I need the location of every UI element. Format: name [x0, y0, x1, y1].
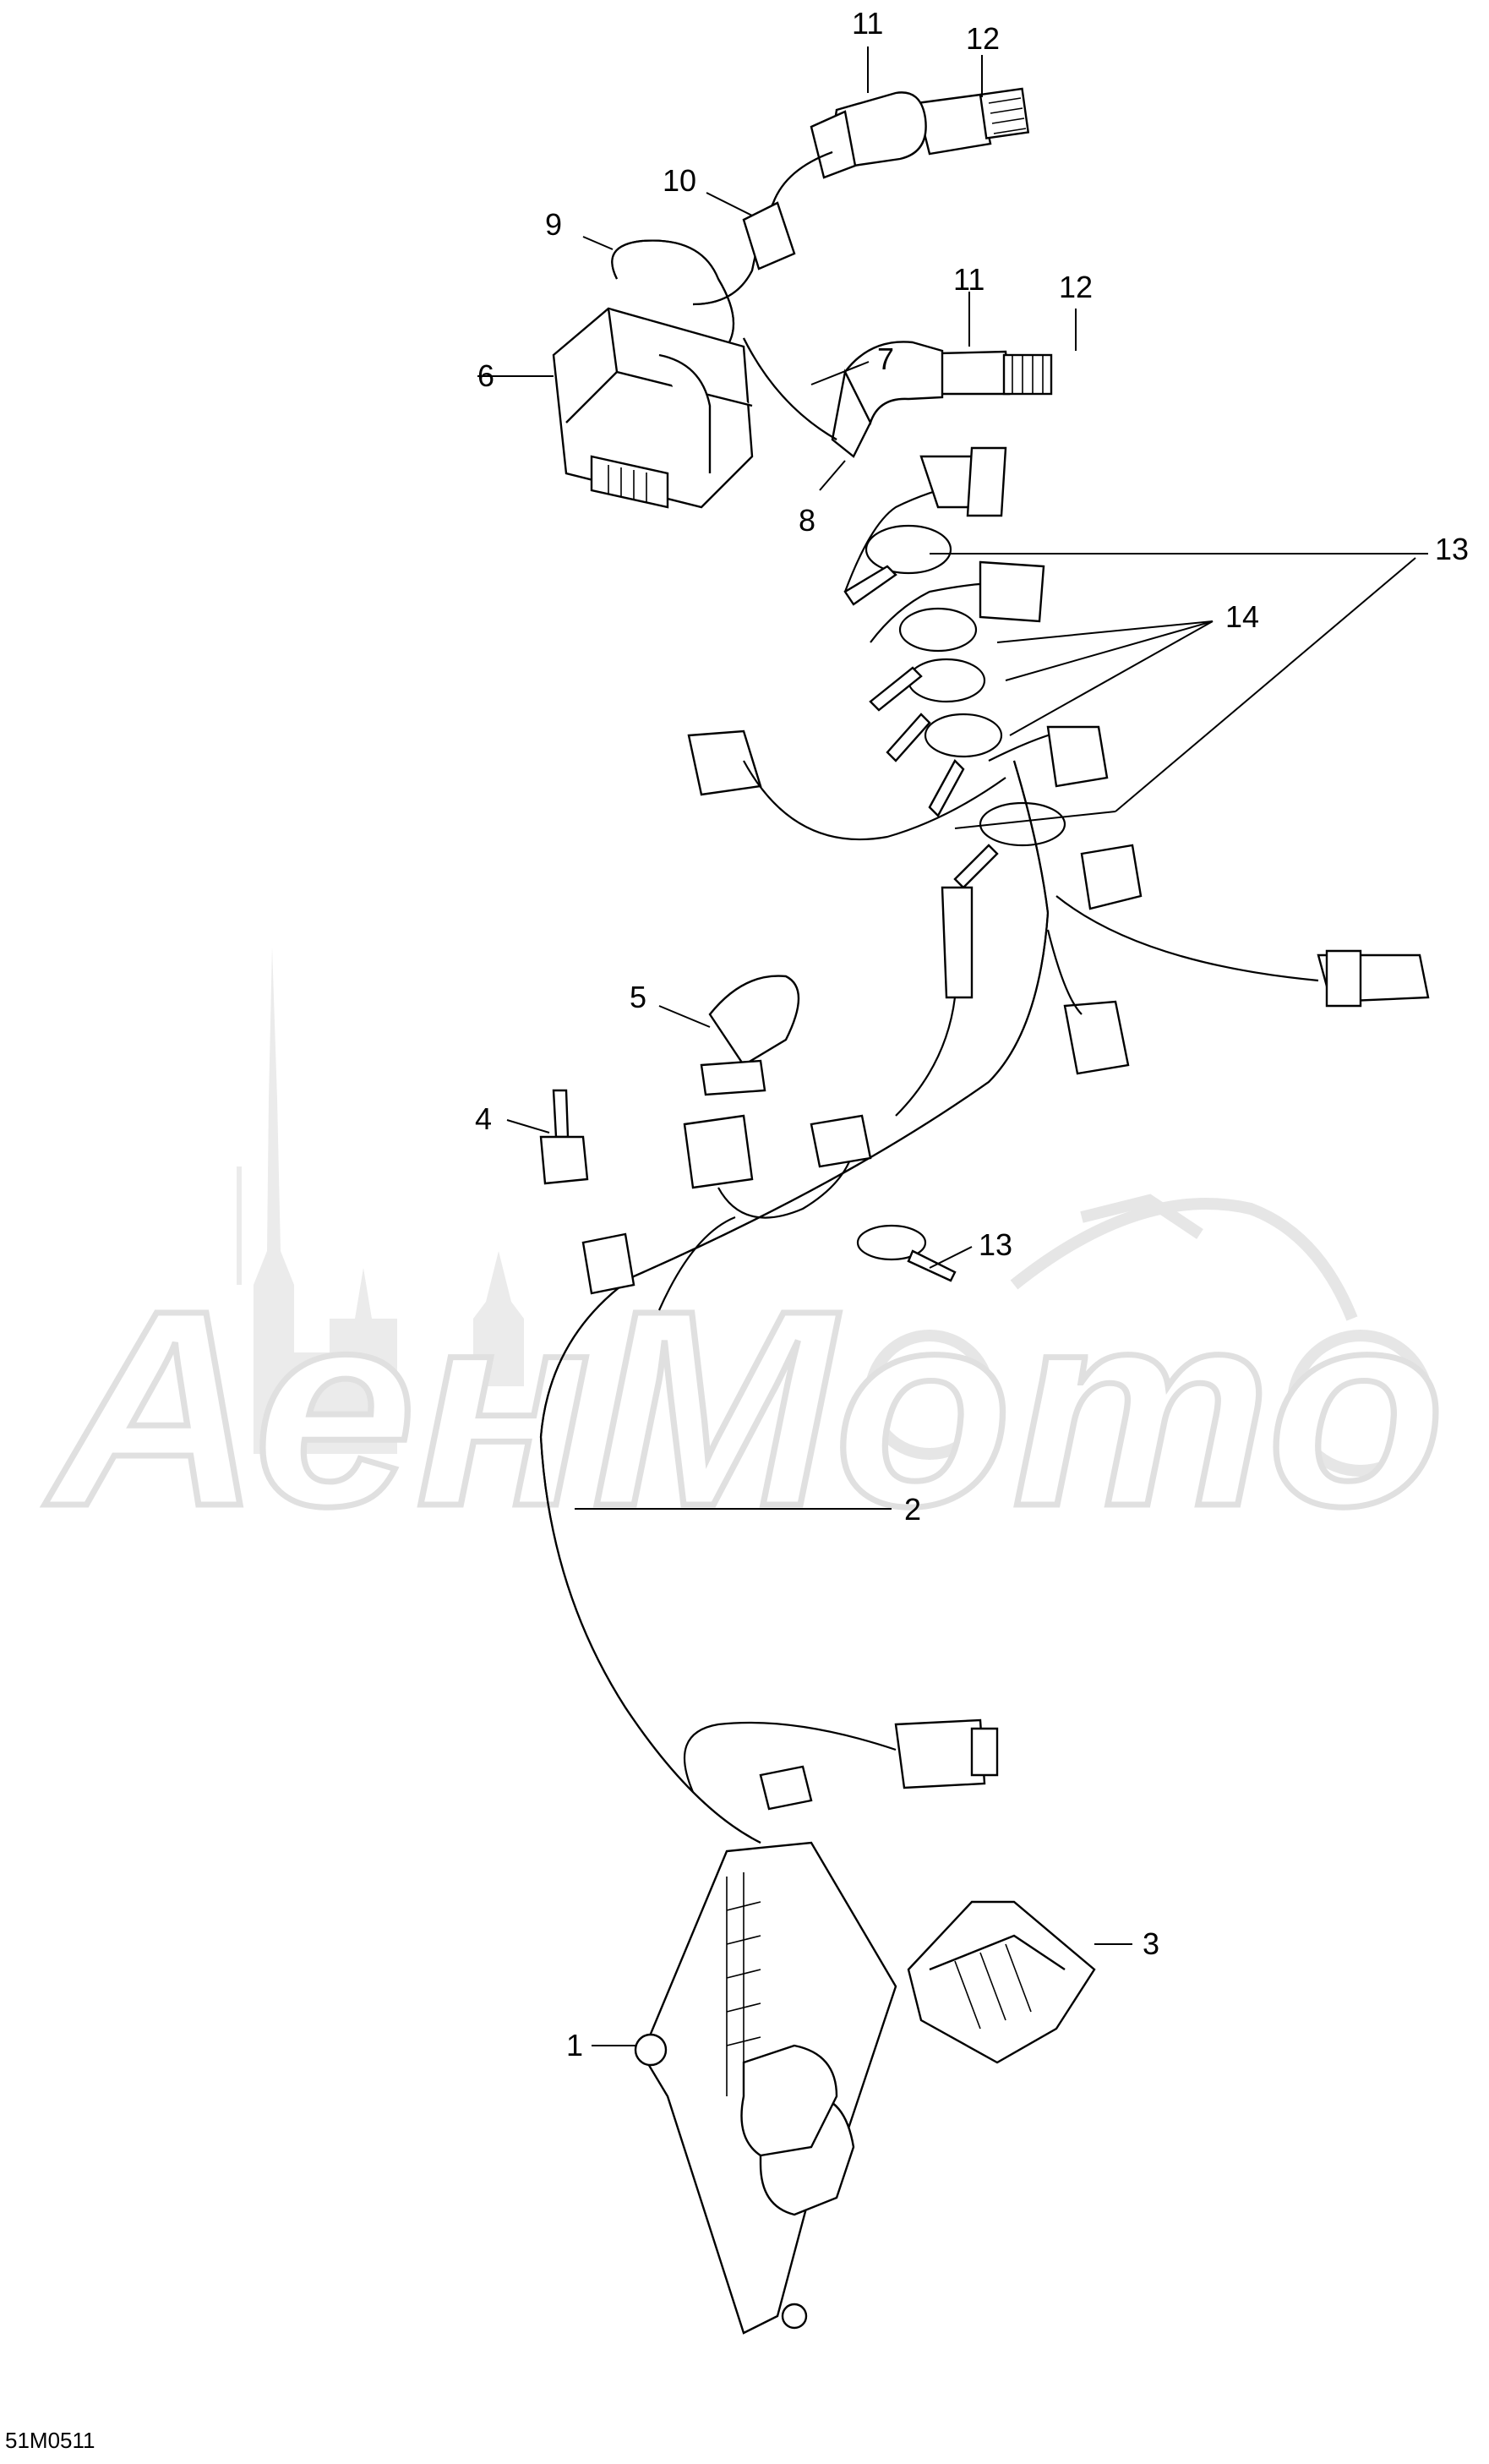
watermark-text: АенМото: [41, 1252, 1445, 1564]
spark-plug-lower: [936, 350, 1053, 396]
callout-6: 6: [477, 358, 494, 393]
ignition-coil: [552, 307, 754, 509]
ecu-connector: [907, 1900, 1096, 2064]
callout-12-upper: 12: [966, 21, 1000, 56]
callout-11-upper: 11: [852, 6, 883, 41]
callout-4: 4: [475, 1101, 492, 1136]
high-tension-leads: [611, 150, 837, 440]
spark-plug-cap-lower: [831, 341, 944, 458]
watermark: АенМото: [39, 947, 1448, 1567]
callout-7: 7: [877, 341, 894, 376]
callout-labels: 11 12 10 9 11 12 6 7 8 13 14 5 4 13 2 3 …: [475, 6, 1469, 2062]
callout-10: 10: [663, 163, 696, 198]
callout-5: 5: [630, 980, 646, 1014]
drawing-code: 51M0511: [5, 2428, 95, 2453]
callout-12-lower: 12: [1059, 270, 1093, 304]
callout-1: 1: [566, 2028, 583, 2062]
callout-14: 14: [1225, 599, 1259, 634]
callout-13-upper: 13: [1435, 532, 1469, 566]
callout-9: 9: [545, 207, 562, 242]
callout-8: 8: [799, 503, 815, 538]
callout-3: 3: [1143, 1926, 1159, 1961]
sensor-harness-branch: [687, 446, 1109, 889]
spark-plug-cap-upper: [810, 91, 927, 179]
callout-13-lower: 13: [979, 1227, 1012, 1262]
spark-plug-upper: [915, 87, 1030, 156]
callout-2: 2: [904, 1492, 921, 1527]
engine-control-module: [634, 1841, 897, 2335]
callout-11-lower: 11: [953, 262, 984, 297]
main-wiring-harness: [539, 760, 1430, 1844]
leader-lines: [477, 46, 1428, 2046]
